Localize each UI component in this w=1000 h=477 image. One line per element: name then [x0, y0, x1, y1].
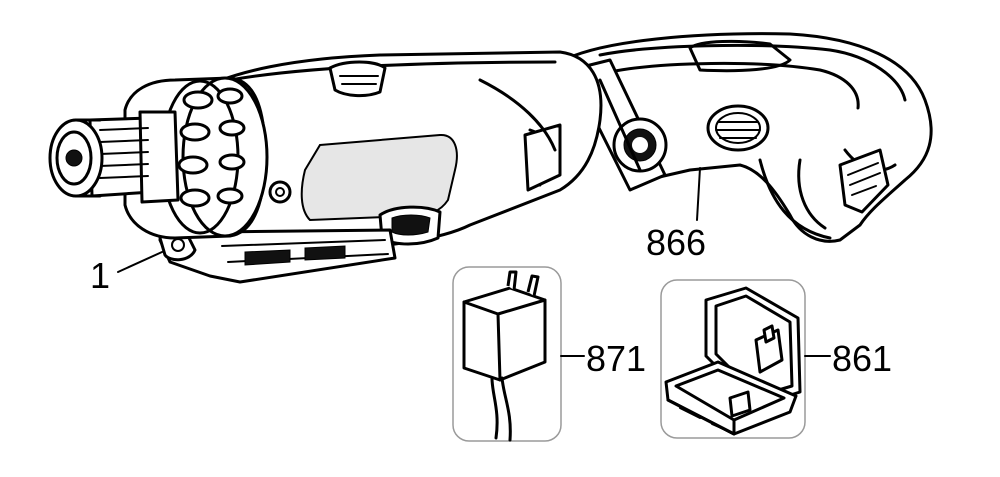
barrel-body: [173, 50, 603, 252]
callout-label: 861: [832, 338, 892, 379]
callout-housing: 866: [646, 167, 706, 263]
case-illustration: [664, 286, 802, 436]
bottom-rail: [158, 226, 397, 284]
charger-panel: 871: [452, 266, 646, 442]
callout-label: 871: [586, 338, 646, 379]
callout-label: 1: [90, 255, 110, 296]
case-panel: 861: [660, 279, 892, 439]
callout-label: 866: [646, 222, 706, 263]
screwdriver-illustration: [48, 32, 933, 284]
leader-line: [117, 251, 163, 273]
callout-screwdriver: 1: [90, 251, 163, 296]
chuck: [48, 110, 180, 204]
charger-illustration: [462, 270, 547, 442]
rear-head: [558, 32, 933, 243]
leader-line: [696, 167, 701, 221]
